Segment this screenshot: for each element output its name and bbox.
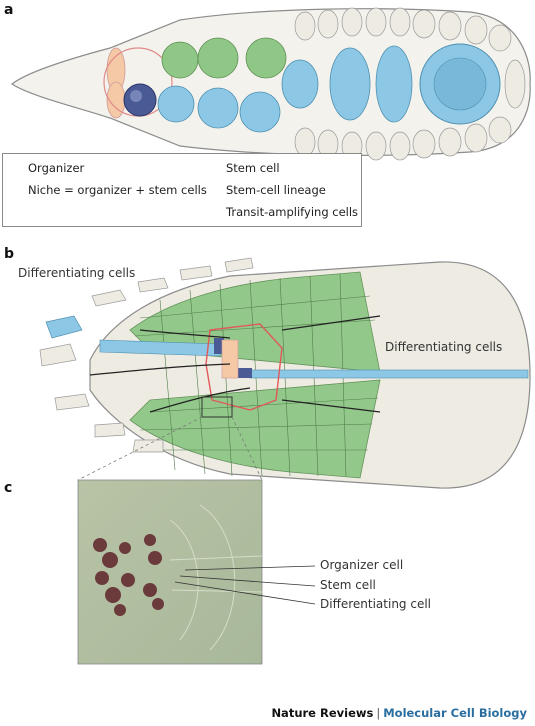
lineage-cell [329,47,371,121]
legend-niche-label: Niche = organizer + stem cells [28,183,207,197]
micrograph [77,479,316,665]
panel-label-a: a [4,2,14,18]
lineage-cell [197,87,239,129]
panel-b-root [39,257,531,489]
legend [2,153,362,227]
lineage-cell [281,59,319,109]
legend-transit-label: Transit-amplifying cells [226,205,359,219]
journal-footer: Nature Reviews|Molecular Cell Biology [271,706,527,720]
transit-cell [245,37,287,79]
journal-section: Molecular Cell Biology [383,706,527,720]
lineage-cap-cell [45,315,83,339]
footer-separator: | [376,706,381,720]
niche-outline-b [205,323,283,411]
panel-a-tube [10,7,531,161]
transit-cell [197,37,239,79]
lineage-band [249,369,529,379]
journal-name: Nature Reviews [271,706,374,720]
legend-organizer-label: Organizer [28,161,85,175]
legend-stem-cell-label: Stem cell [226,161,280,175]
label-stem-cell: Stem cell [320,578,376,592]
label-organizer-cell: Organizer cell [320,558,404,572]
transit-cell [161,41,199,79]
lineage-cell [375,45,413,123]
label-differentiating-left: Differentiating cells [18,266,136,280]
label-differentiating-right: Differentiating cells [385,340,503,354]
panel-label-c: c [4,480,13,496]
lineage-cell [157,85,195,123]
panel-label-b: b [4,246,15,262]
lineage-cell [239,91,281,133]
label-differentiating-cell: Differentiating cell [320,597,431,611]
legend-lineage-label: Stem-cell lineage [226,183,326,197]
organizer-cells [221,339,239,379]
